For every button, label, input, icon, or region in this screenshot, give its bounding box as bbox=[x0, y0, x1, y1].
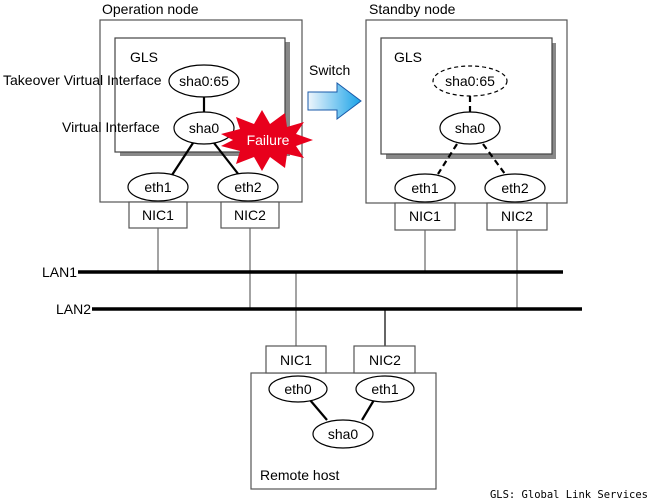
lan1-label: LAN1 bbox=[42, 264, 77, 280]
failure-burst-icon bbox=[221, 110, 313, 171]
takeover-interface-label: sha0:65 bbox=[179, 73, 229, 89]
standby-nic2-box bbox=[486, 202, 548, 231]
remote-nic2-box bbox=[353, 345, 416, 374]
standby-eth1-node bbox=[394, 173, 456, 203]
virtual-interface-label: Virtual Interface bbox=[62, 119, 160, 135]
remote-eth1-node bbox=[355, 375, 415, 403]
operation-eth2-node bbox=[217, 172, 279, 202]
lan-cabling: LAN1 LAN2 bbox=[42, 228, 582, 346]
failure-label: Failure bbox=[247, 132, 290, 148]
operation-nic1-box bbox=[128, 201, 188, 229]
lan2-label: LAN2 bbox=[56, 301, 91, 317]
standby-virtual-interface-label: sha0 bbox=[455, 120, 486, 136]
remote-nic1-box bbox=[265, 345, 327, 374]
switch-indicator: Switch bbox=[307, 62, 362, 120]
operation-nic2-box bbox=[220, 201, 280, 229]
operation-node-title: Operation node bbox=[102, 1, 199, 17]
standby-gls-label: GLS bbox=[394, 49, 422, 65]
operation-node: Operation node GLS Takeover Virtual Inte… bbox=[3, 1, 313, 229]
standby-takeover-interface-label: sha0:65 bbox=[445, 73, 495, 89]
standby-virtual-to-eth1-link bbox=[437, 143, 458, 175]
standby-nic1-box bbox=[394, 202, 456, 231]
operation-eth1-node bbox=[127, 172, 189, 202]
standby-nic1-label: NIC1 bbox=[409, 208, 441, 224]
operation-eth1-label: eth1 bbox=[144, 179, 171, 195]
standby-takeover-interface-node bbox=[432, 65, 508, 97]
virtual-to-eth1-link bbox=[171, 142, 194, 176]
virtual-to-eth2-link bbox=[213, 142, 240, 176]
operation-nic2-label: NIC2 bbox=[234, 207, 266, 223]
remote-sha0-node bbox=[312, 419, 374, 449]
virtual-interface-node bbox=[173, 111, 235, 145]
switch-arrow-icon bbox=[307, 82, 362, 120]
switch-label: Switch bbox=[309, 62, 350, 78]
remote-eth0-to-sha0-link bbox=[309, 399, 328, 421]
remote-host-title: Remote host bbox=[260, 467, 339, 483]
standby-virtual-interface-node bbox=[439, 111, 501, 145]
takeover-virtual-interface-label: Takeover Virtual Interface bbox=[3, 72, 162, 88]
remote-sha0-label: sha0 bbox=[328, 426, 359, 442]
remote-host: NIC1 NIC2 eth0 eth1 sha0 Remote host bbox=[250, 345, 437, 490]
operation-eth2-label: eth2 bbox=[234, 179, 261, 195]
standby-eth2-label: eth2 bbox=[501, 180, 528, 196]
standby-eth2-node bbox=[484, 173, 546, 203]
virtual-interface-node-label: sha0 bbox=[189, 120, 220, 136]
remote-eth1-to-sha0-link bbox=[361, 399, 375, 421]
standby-virtual-to-eth2-link bbox=[482, 143, 506, 175]
remote-nic2-label: NIC2 bbox=[369, 352, 401, 368]
operation-gls-label: GLS bbox=[130, 49, 158, 65]
footnote: GLS: Global Link Services bbox=[490, 489, 648, 501]
remote-nic1-label: NIC1 bbox=[280, 352, 312, 368]
remote-eth0-label: eth0 bbox=[284, 381, 311, 397]
remote-eth1-label: eth1 bbox=[371, 381, 398, 397]
takeover-interface-node bbox=[168, 64, 240, 98]
standby-node-title: Standby node bbox=[369, 1, 456, 17]
operation-nic1-label: NIC1 bbox=[142, 207, 174, 223]
standby-nic2-label: NIC2 bbox=[501, 208, 533, 224]
remote-eth0-node bbox=[268, 375, 328, 403]
standby-eth1-label: eth1 bbox=[411, 180, 438, 196]
standby-node: Standby node GLS sha0:65 sha0 eth1 eth2 … bbox=[365, 1, 568, 231]
